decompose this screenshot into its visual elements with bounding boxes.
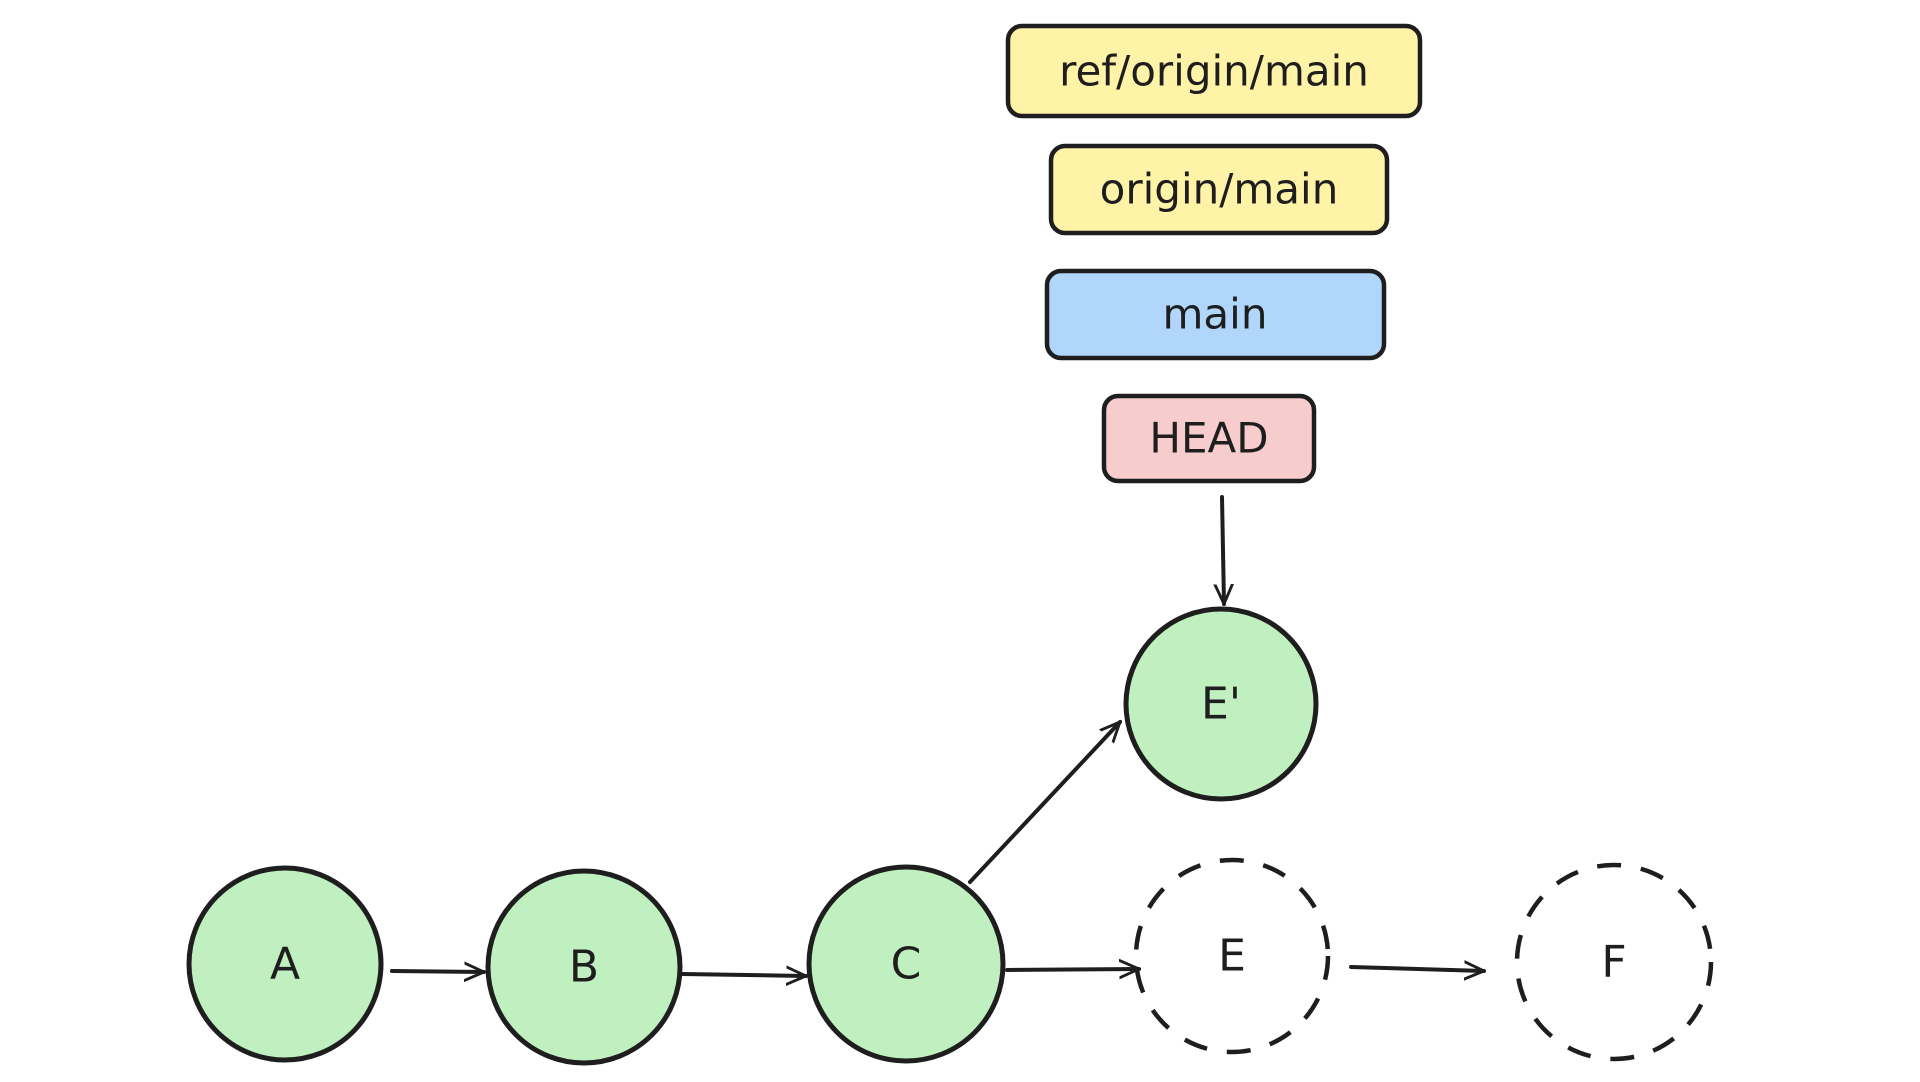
commit-f-text: F (1601, 937, 1626, 988)
head-text: HEAD (1149, 414, 1268, 463)
commit-a: A (186, 865, 384, 1063)
origin-main-text: origin/main (1100, 165, 1339, 214)
main-branch-label: main (1044, 268, 1387, 361)
commit-c-text: C (891, 939, 922, 990)
head-label: HEAD (1101, 393, 1317, 484)
commit-b: B (485, 868, 683, 1066)
commit-e-prime-text: E' (1201, 679, 1241, 730)
commit-a-text: A (270, 939, 300, 990)
commit-c: C (806, 864, 1006, 1064)
c-to-e-prime-arrow (968, 722, 1120, 884)
commit-f-dashed: F (1514, 862, 1714, 1062)
commit-e-dashed: E (1133, 857, 1331, 1055)
head-to-e-prime-arrow (1222, 495, 1224, 604)
a-to-b-arrow (390, 971, 484, 972)
e-to-f-arrow (1349, 967, 1484, 971)
commit-e-prime: E' (1123, 606, 1319, 802)
main-text: main (1163, 290, 1268, 339)
ref-origin-main-label: ref/origin/main (1005, 23, 1423, 119)
c-to-e-arrow (1005, 969, 1139, 970)
ref-origin-main-text: ref/origin/main (1059, 47, 1369, 96)
commit-e-text: E (1218, 931, 1246, 982)
commit-b-text: B (569, 942, 599, 993)
origin-main-label: origin/main (1048, 143, 1390, 236)
b-to-c-arrow (680, 974, 806, 976)
